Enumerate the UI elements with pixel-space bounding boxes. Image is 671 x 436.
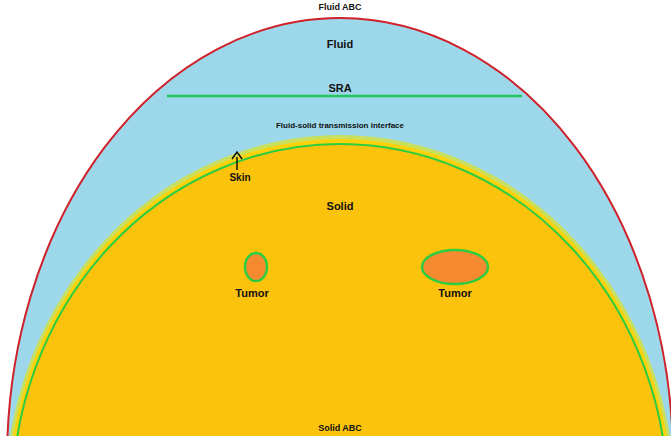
sensor-label: SRA <box>328 82 351 94</box>
region-label: Fluid <box>327 38 353 50</box>
tumor-small: Tumor <box>244 252 268 282</box>
boundary-label: Solid ABC <box>318 423 362 433</box>
tumor-large-outline <box>421 249 489 285</box>
tumor-large: Tumor <box>421 249 489 285</box>
solid-domain: SolidTumorTumor <box>0 130 671 436</box>
tumor-label: Tumor <box>438 287 471 299</box>
fluid-ellipse <box>7 18 671 436</box>
tumor-shape <box>245 253 267 281</box>
tumor-shape <box>422 250 488 284</box>
skin-line <box>12 144 668 436</box>
skin-outer <box>5 135 671 436</box>
skin-leader <box>236 157 238 170</box>
tumor-label: Tumor <box>235 287 268 299</box>
sra-line <box>167 95 522 98</box>
skin-label: Skin <box>229 172 250 183</box>
region-label: Solid <box>327 200 354 212</box>
interface-label: Fluid-solid transmission interface <box>276 121 404 130</box>
solid-domain-outline <box>0 130 671 436</box>
tumor-small-outline <box>244 252 268 282</box>
skin-layer <box>8 139 671 436</box>
boundary-label: Fluid ABC <box>318 2 361 12</box>
